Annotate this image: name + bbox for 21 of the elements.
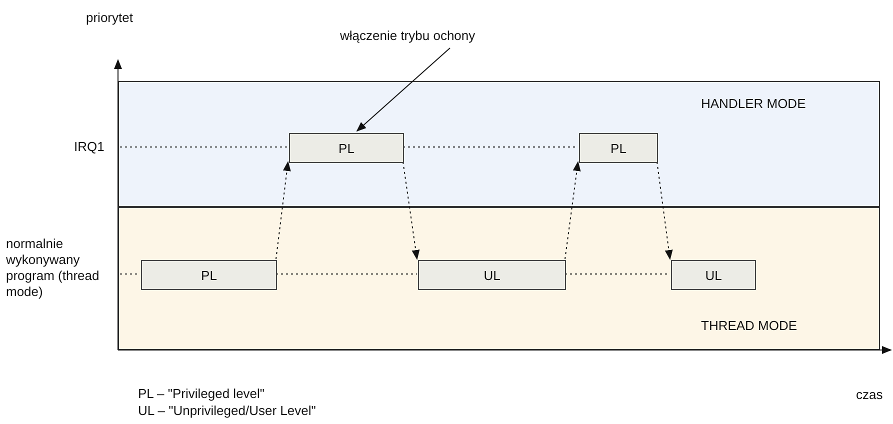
privilege-level-box: PL — [141, 260, 277, 290]
row-label: normalnie wykonywany program (thread mode) — [6, 236, 100, 300]
privilege-level-box: UL — [418, 260, 566, 290]
privilege-level-box: PL — [289, 133, 404, 163]
legend-text: PL – "Privileged level" — [138, 386, 265, 401]
axis-label: czas — [856, 387, 883, 402]
legend-text: UL – "Unprivileged/User Level" — [138, 403, 316, 418]
mode-title: HANDLER MODE — [701, 96, 806, 111]
leader-arrow — [356, 48, 450, 132]
transition-arrow — [276, 161, 291, 260]
mode-title: THREAD MODE — [701, 318, 798, 333]
transition-arrow — [656, 162, 673, 260]
transition-arrow — [564, 161, 581, 260]
transition-arrow — [402, 162, 420, 260]
mode-band — [118, 207, 880, 350]
axis-label: priorytet — [86, 10, 133, 25]
annotation-text: włączenie trybu ochony — [340, 28, 476, 43]
mode-band — [118, 81, 880, 207]
privilege-level-box: PL — [579, 133, 658, 163]
privilege-level-box: UL — [671, 260, 756, 290]
axis-label: IRQ1 — [74, 139, 104, 154]
